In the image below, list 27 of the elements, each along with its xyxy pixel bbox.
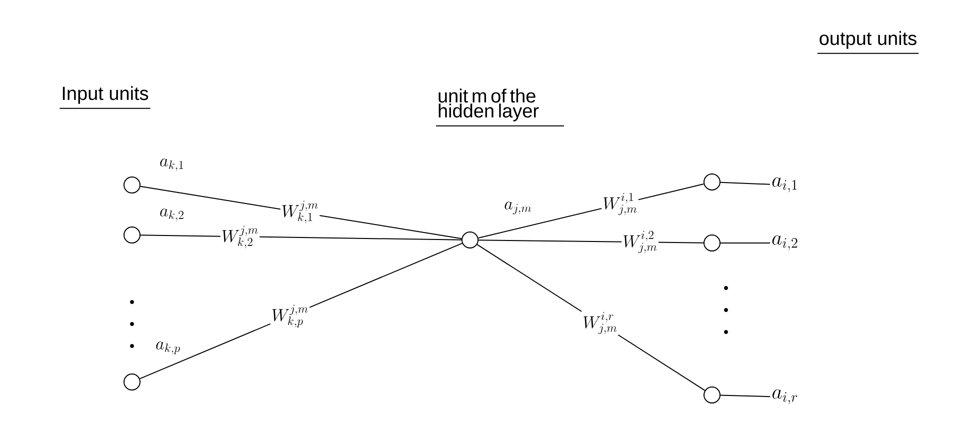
unit-circle xyxy=(124,176,140,194)
activation-label: $a_{k,1}$ xyxy=(160,158,184,172)
unit-circle xyxy=(704,174,720,190)
unit-circle xyxy=(462,232,478,248)
weight-label: $W^{i,1}_{j,m}$ xyxy=(602,192,638,216)
activation-label: $a_{k,p}$ xyxy=(156,342,180,354)
activation-label: $a_{k,2}$ xyxy=(160,208,184,222)
activation-label: $a_{j,m}$ xyxy=(504,202,532,214)
weight-label: $W^{j,m}_{k,1}$ xyxy=(280,200,320,224)
unit-circle xyxy=(704,386,720,404)
weight-label: $W^{j,m}_{k,p}$ xyxy=(270,304,310,328)
unit-label: $a_{i,1}$ xyxy=(772,177,797,192)
unit-circle xyxy=(704,234,720,252)
weight-label: $W^{i,r}_{j,m}$ xyxy=(582,311,618,335)
weight-label: $W^{i,2}_{j,m}$ xyxy=(622,230,658,254)
unit-label: $a_{i,2}$ xyxy=(772,235,798,250)
connection-line xyxy=(720,394,771,398)
weight-label: $W^{j,m}_{k,2}$ xyxy=(220,224,260,250)
heading: Input units xyxy=(62,86,148,104)
connection-line xyxy=(720,182,771,185)
connection-line xyxy=(720,242,771,244)
heading: unit m of the hidden layer xyxy=(438,88,539,122)
unit-circle xyxy=(124,374,140,390)
heading: output units xyxy=(820,31,916,49)
unit-label: $a_{i,r}$ xyxy=(772,389,798,404)
unit-circle xyxy=(124,226,140,244)
connection-line xyxy=(140,234,462,240)
